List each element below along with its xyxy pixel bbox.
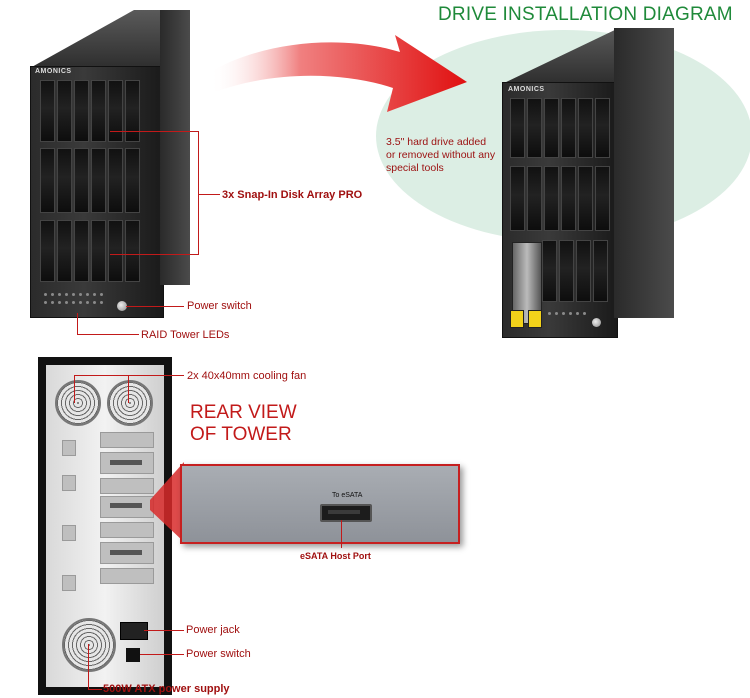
power-jack-label: Power jack [186, 624, 240, 636]
psu-fan-icon [62, 618, 116, 672]
cooling-fan-left-icon [55, 380, 101, 426]
disk-array-label: 3x Snap-In Disk Array PRO [222, 189, 363, 201]
curved-arrow-icon [210, 35, 467, 112]
esata-zoom-panel: To eSATA [180, 464, 460, 544]
psu-label: 500W ATX power supply [103, 683, 230, 695]
brand-logo-right: AMONICS [508, 86, 545, 93]
rear-power-switch [126, 648, 140, 662]
disk-array-bracket [110, 131, 199, 255]
front-power-switch [117, 301, 127, 311]
power-jack-icon [120, 622, 148, 640]
raid-tower-leds [44, 293, 103, 296]
zoom-wedge [150, 462, 184, 542]
rear-power-switch-label: Power switch [186, 648, 251, 660]
esata-host-port-label: eSATA Host Port [300, 551, 371, 561]
cooling-fan-label: 2x 40x40mm cooling fan [187, 370, 307, 382]
front-power-switch-label: Power switch [187, 300, 252, 312]
diagram-heading: DRIVE INSTALLATION DIAGRAM [438, 4, 733, 25]
rear-view-title: REAR VIEW OF TOWER [190, 402, 297, 445]
hotswap-note: 3.5" hard drive added or removed without… [386, 136, 496, 174]
disk-array-bottom [40, 220, 140, 282]
esata-port-icon [320, 504, 372, 522]
disk-array-middle [40, 148, 140, 213]
esata-panel-label: To eSATA [332, 492, 363, 499]
brand-logo: AMONICS [35, 68, 72, 75]
cooling-fan-right-icon [107, 380, 153, 426]
disk-array-top [40, 80, 140, 142]
raid-leds-label: RAID Tower LEDs [141, 329, 230, 341]
